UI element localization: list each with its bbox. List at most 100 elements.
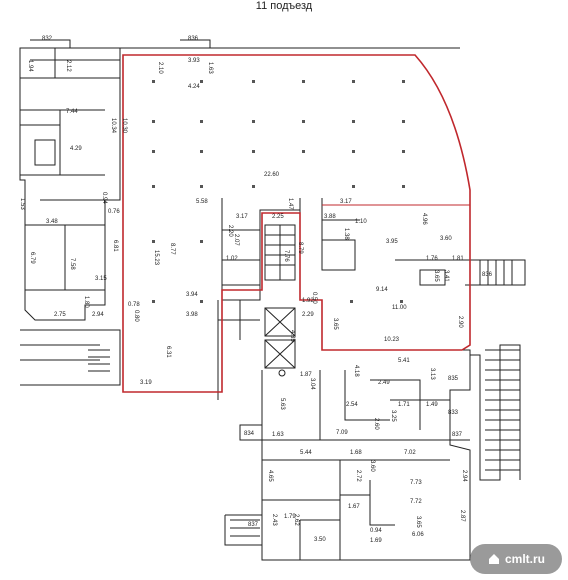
label-dim: 1.47 xyxy=(287,198,293,210)
wall-south-block xyxy=(261,349,471,561)
label-dim: 7.09 xyxy=(336,430,348,436)
label-dim: 22.60 xyxy=(264,172,280,178)
label-dim: 1.87 xyxy=(300,372,312,378)
watermark-text: cmlt.ru xyxy=(504,552,545,566)
label-dim: 3.17 xyxy=(236,214,248,220)
label-dim: 7.58 xyxy=(69,258,75,270)
label-dim: 9.14 xyxy=(376,287,388,293)
label-dim: 1.79 xyxy=(284,514,296,520)
premises-outline xyxy=(122,54,471,393)
label-dim: 3.95 xyxy=(386,239,398,245)
label-dim: 1.69 xyxy=(370,538,382,544)
label-dim: 2.49 xyxy=(378,380,390,386)
label-dim: 8.79 xyxy=(297,242,303,254)
house-icon xyxy=(488,554,499,564)
label-dim: 5.58 xyxy=(196,199,208,205)
label-dim: 4.65 xyxy=(267,470,273,482)
label-dim: 3.93 xyxy=(188,58,200,64)
wall xyxy=(262,370,470,560)
label-dim: 4.29 xyxy=(70,146,82,152)
label-dim: 6.79 xyxy=(29,252,35,264)
label-dim: 1.53 xyxy=(19,198,25,210)
label-dim: 3.88 xyxy=(324,214,336,220)
label-dim: 1.38 xyxy=(343,228,349,240)
label-dim: 3.15 xyxy=(95,276,107,282)
label-dim: 1.71 xyxy=(398,402,410,408)
label-dim: 0.94 xyxy=(370,528,382,534)
label-dim: 0.50 xyxy=(311,292,317,304)
label-dim: 6.31 xyxy=(165,346,171,358)
label-dim: 1.81 xyxy=(452,256,464,262)
label-dim: 3.98 xyxy=(186,312,198,318)
label-dim: 2.94 xyxy=(92,312,104,318)
dimension-labels: 832 836 1.94 2.12 2.10 3.93 1.63 4.24 7.… xyxy=(19,36,493,544)
label-dim: 3.17 xyxy=(340,199,352,205)
label-unit: 836 xyxy=(188,36,199,42)
label-dim: 1.49 xyxy=(426,402,438,408)
label-dim: 2.43 xyxy=(271,514,277,526)
label-dim: 1.68 xyxy=(350,450,362,456)
label-dim: 1.02 xyxy=(226,256,238,262)
label-dim: 7.72 xyxy=(410,499,422,505)
label-dim: 2.10 xyxy=(157,62,163,74)
label-dim: 5.41 xyxy=(398,358,410,364)
label-dim: 1.67 xyxy=(348,504,360,510)
label-dim: 4.96 xyxy=(421,213,427,225)
label-dim: 2.54 xyxy=(346,402,358,408)
label-dim: 0.94 xyxy=(101,192,107,204)
wall xyxy=(465,259,481,286)
label-unit: 837 xyxy=(452,432,463,438)
elevator-core xyxy=(264,339,296,369)
wall xyxy=(395,259,470,286)
wall-left-wing xyxy=(19,47,121,321)
label-dim: 2.90 xyxy=(457,316,463,328)
stair-external xyxy=(88,349,110,372)
wall xyxy=(299,198,360,271)
label-dim: 1.80 xyxy=(83,296,89,308)
label-dim: 2.29 xyxy=(302,312,314,318)
label-dim: 3.94 xyxy=(186,292,198,298)
label-dim: 2.72 xyxy=(355,470,361,482)
label-dim: 3.04 xyxy=(309,378,315,390)
label-unit: 835 xyxy=(448,376,459,382)
label-dim: 4.35 xyxy=(289,330,295,342)
wall xyxy=(30,39,211,48)
label-dim: 6.81 xyxy=(112,240,118,252)
wall xyxy=(217,300,260,400)
label-dim: 2.25 xyxy=(272,214,284,220)
label-dim: 3.19 xyxy=(140,380,152,386)
label-dim: 3.48 xyxy=(46,219,58,225)
label-dim: 1.63 xyxy=(207,62,213,74)
label-unit: 836 xyxy=(482,272,493,278)
label-dim: 3.50 xyxy=(314,537,326,543)
label-dim: 3.25 xyxy=(390,410,396,422)
label-dim: 2.75 xyxy=(54,312,66,318)
label-dim: 6.06 xyxy=(412,532,424,538)
label-dim: 2.87 xyxy=(459,510,465,522)
column-round xyxy=(278,369,286,377)
label-dim: 0.80 xyxy=(133,310,139,322)
label-dim: 3.13 xyxy=(429,368,435,380)
label-dim: 5.44 xyxy=(300,450,312,456)
label-dim: 7.02 xyxy=(404,450,416,456)
label-dim: 0.76 xyxy=(108,209,120,215)
label-dim: 5.63 xyxy=(279,398,285,410)
label-unit: 834 xyxy=(244,431,255,437)
label-dim: 2.62 xyxy=(293,514,299,526)
label-dim: 3.65 xyxy=(433,270,439,282)
label-dim: 7.73 xyxy=(410,480,422,486)
label-dim: 10.30 xyxy=(121,118,127,134)
wall xyxy=(221,198,323,350)
wall xyxy=(20,329,121,386)
label-dim: 2.12 xyxy=(65,60,71,72)
label-dim: 15.23 xyxy=(153,250,159,266)
label-dim: 3.60 xyxy=(440,236,452,242)
label-dim: 3.41 xyxy=(443,270,449,282)
label-dim: 2.07 xyxy=(233,234,239,246)
wall xyxy=(239,424,263,441)
label-unit: 833 xyxy=(448,410,459,416)
stair-external xyxy=(485,349,520,471)
watermark-badge: cmlt.ru xyxy=(470,544,562,574)
elevator-core xyxy=(264,307,296,337)
